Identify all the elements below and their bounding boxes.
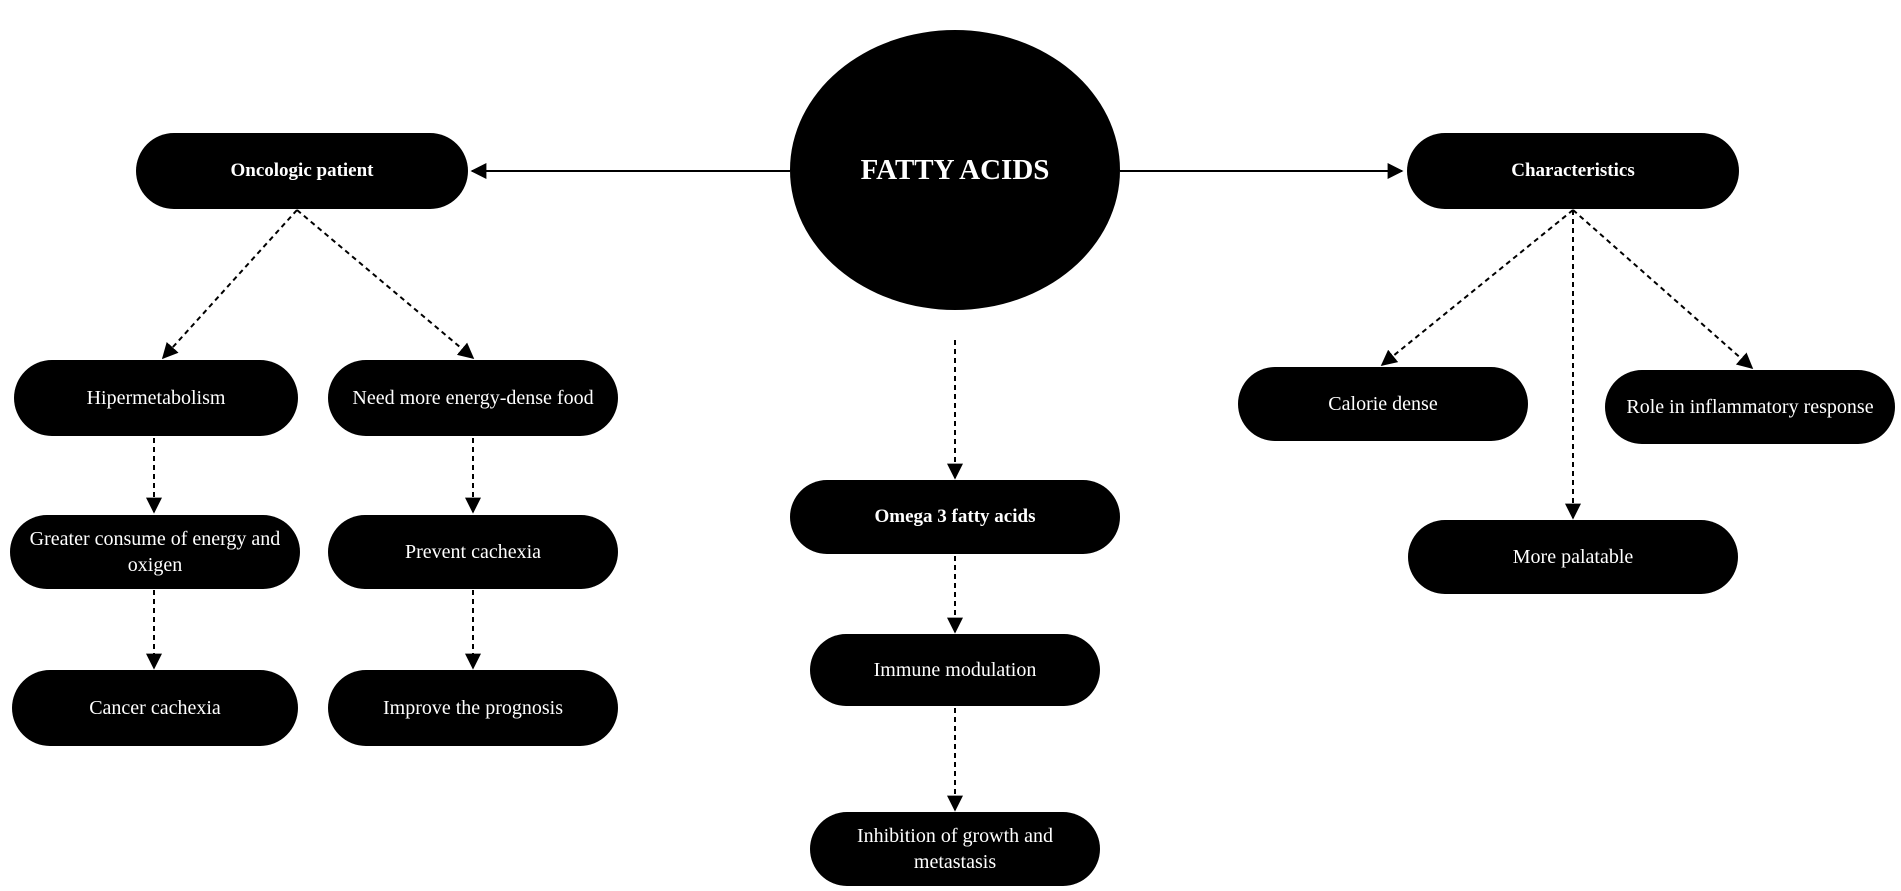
characteristics-to-calorie-dense-arrow (1380, 209, 1574, 367)
node-immune-modulation: Immune modulation (810, 634, 1100, 706)
node-role-inflammatory: Role in inflammatory response (1605, 370, 1895, 444)
oncologic-to-hipermetabolism-arrow (161, 209, 298, 360)
node-more-palatable: More palatable (1408, 520, 1738, 594)
node-greater-consume: Greater consume of energy and oxigen (10, 515, 300, 589)
node-improve-prognosis: Improve the prognosis (328, 670, 618, 746)
node-oncologic-patient: Oncologic patient (136, 133, 468, 209)
hub-fatty-acids: FATTY ACIDS (790, 30, 1120, 310)
node-prevent-cachexia: Prevent cachexia (328, 515, 618, 589)
node-inhibition-growth: Inhibition of growth and metastasis (810, 812, 1100, 886)
node-calorie-dense: Calorie dense (1238, 367, 1528, 441)
oncologic-to-energy-food-arrow (296, 209, 475, 360)
node-cancer-cachexia: Cancer cachexia (12, 670, 298, 746)
node-hipermetabolism: Hipermetabolism (14, 360, 298, 436)
node-omega3-fatty-acids: Omega 3 fatty acids (790, 480, 1120, 554)
node-characteristics: Characteristics (1407, 133, 1739, 209)
node-energy-dense-food: Need more energy-dense food (328, 360, 618, 436)
characteristics-to-inflammatory-arrow (1572, 209, 1754, 370)
